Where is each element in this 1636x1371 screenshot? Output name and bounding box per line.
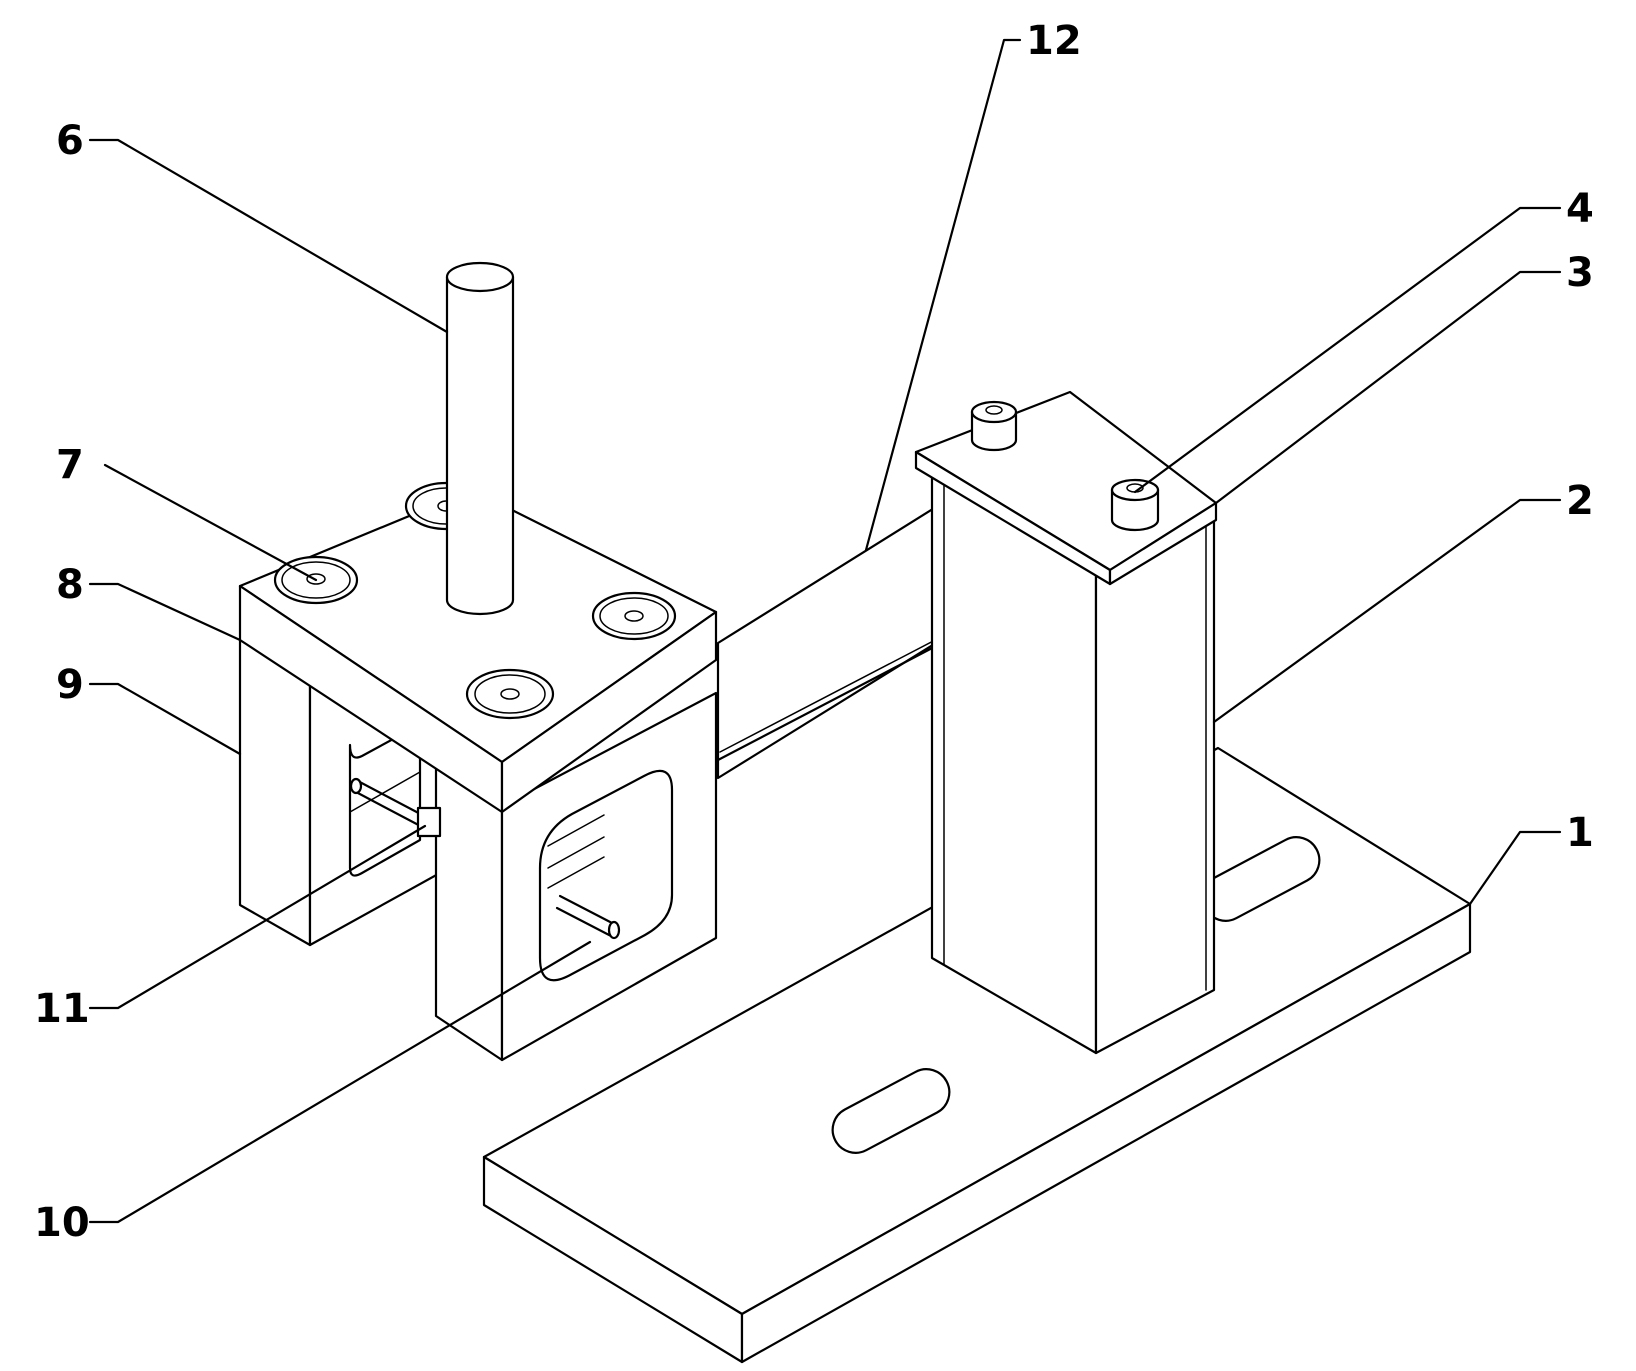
leader-9 — [88, 682, 242, 756]
callout-labels: 1 2 3 4 6 7 8 9 10 11 12 — [34, 18, 1594, 1246]
leader-3 — [1214, 270, 1562, 505]
leader-2 — [1212, 498, 1562, 724]
pin-upper — [349, 777, 442, 838]
leader-7 — [103, 463, 318, 582]
leader-6 — [88, 138, 449, 334]
leader-8 — [88, 582, 242, 642]
callout-6: 6 — [56, 118, 84, 164]
callout-3: 3 — [1566, 250, 1594, 296]
callout-8: 8 — [56, 562, 84, 608]
leader-12 — [864, 38, 1022, 552]
block-screw-front — [465, 668, 555, 720]
callout-10: 10 — [34, 1200, 90, 1246]
leader-10 — [88, 940, 592, 1224]
upright-column — [930, 470, 1216, 1055]
cap-screw-back — [970, 400, 1018, 452]
callout-9: 9 — [56, 662, 84, 708]
pin-lower — [555, 894, 621, 940]
callout-2: 2 — [1566, 478, 1594, 524]
leader-lines — [88, 38, 1562, 1224]
block-screw-right — [591, 591, 677, 641]
base-plate — [482, 746, 1472, 1364]
cap-screw-front — [1110, 478, 1160, 532]
callout-1: 1 — [1566, 810, 1594, 856]
callout-7: 7 — [56, 442, 84, 488]
leader-4 — [1133, 206, 1562, 494]
callout-11: 11 — [34, 986, 90, 1032]
callout-12: 12 — [1026, 18, 1082, 64]
leader-11 — [88, 824, 427, 1010]
top-block — [238, 488, 718, 814]
vertical-rod — [445, 261, 515, 616]
callout-4: 4 — [1566, 186, 1594, 232]
leader-1 — [1468, 830, 1562, 906]
base-slot-near — [831, 1068, 951, 1154]
